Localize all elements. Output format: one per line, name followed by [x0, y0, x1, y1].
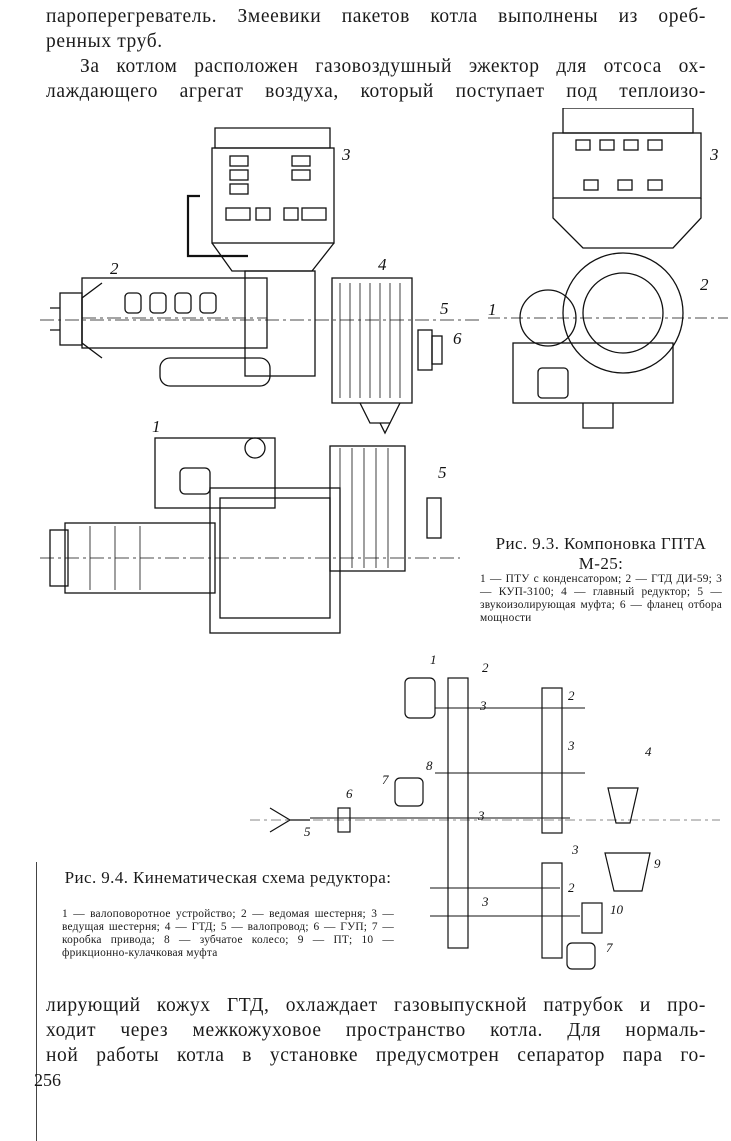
label-end-3: 3	[709, 145, 719, 164]
bottom-paragraph: лирующий кожух ГТД, охлаждает газовыпуск…	[46, 993, 706, 1068]
label-9-4-3e: 3	[481, 894, 489, 909]
text-line: ренных труб.	[46, 31, 163, 52]
figure-9-4-caption-legend: 1 — валоповоротное устройство; 2 — ведом…	[62, 908, 394, 959]
label-9-4-6: 6	[346, 786, 353, 801]
label-side-6: 6	[453, 329, 462, 348]
label-plan-5: 5	[438, 463, 447, 482]
label-9-4-9: 9	[654, 856, 661, 871]
text-line: ходит через межкожуховое пространство ко…	[46, 1020, 706, 1041]
page-number: 256	[34, 1070, 61, 1090]
figure-9-3-caption-legend: 1 — ПТУ с конденсатором; 2 — ГТД ДИ-59; …	[480, 573, 722, 624]
figure-9-3-end-view: 3 2 1	[488, 108, 728, 429]
label-9-4-7b: 7	[606, 940, 613, 955]
text-line: пароперегреватель. Змеевики пакетов котл…	[46, 6, 706, 27]
label-side-4: 4	[378, 255, 387, 274]
label-plan-1: 1	[152, 418, 161, 436]
text-line: лаждающего агрегат воздуха, который пост…	[46, 81, 706, 102]
label-9-4-1: 1	[430, 652, 437, 667]
label-side-5: 5	[440, 299, 449, 318]
label-end-2: 2	[700, 275, 709, 294]
label-9-4-10: 10	[610, 902, 624, 917]
margin-rule	[36, 862, 37, 1141]
top-paragraph: пароперегреватель. Змеевики пакетов котл…	[46, 4, 706, 104]
label-9-4-4: 4	[645, 744, 652, 759]
label-end-1: 1	[488, 300, 497, 319]
figure-9-4-kinematic-scheme: 1 2 2 3 3 4 8 7 6 3 5 3 9 3 2 10 7	[250, 652, 720, 970]
figure-9-3-caption-title: Рис. 9.3. Компоновка ГПТА М-25:	[495, 534, 707, 573]
label-9-4-2b: 2	[568, 688, 575, 703]
text-line: ной работы котла в установке предусмотре…	[46, 1045, 706, 1066]
figure-9-4-caption-title: Рис. 9.4. Кинематическая схема редуктора…	[64, 868, 392, 887]
figure-9-3-plan-view: 1 5	[40, 418, 460, 634]
text-line: За котлом расположен газовоздушный эжект…	[80, 56, 706, 77]
figure-9-3-side-view: 3 2 4 5 6	[40, 127, 480, 435]
label-side-2: 2	[110, 259, 119, 278]
label-9-4-5: 5	[304, 824, 311, 839]
label-9-4-8: 8	[426, 758, 433, 773]
label-9-4-2a: 2	[482, 660, 489, 675]
label-9-4-3d: 3	[571, 842, 579, 857]
text-line: лирующий кожух ГТД, охлаждает газовыпуск…	[46, 995, 706, 1016]
label-9-4-3a: 3	[479, 698, 487, 713]
label-9-4-7a: 7	[382, 772, 389, 787]
label-9-4-3c: 3	[477, 808, 485, 823]
label-9-4-2c: 2	[568, 880, 575, 895]
label-side-3: 3	[341, 145, 351, 164]
label-9-4-3b: 3	[567, 738, 575, 753]
